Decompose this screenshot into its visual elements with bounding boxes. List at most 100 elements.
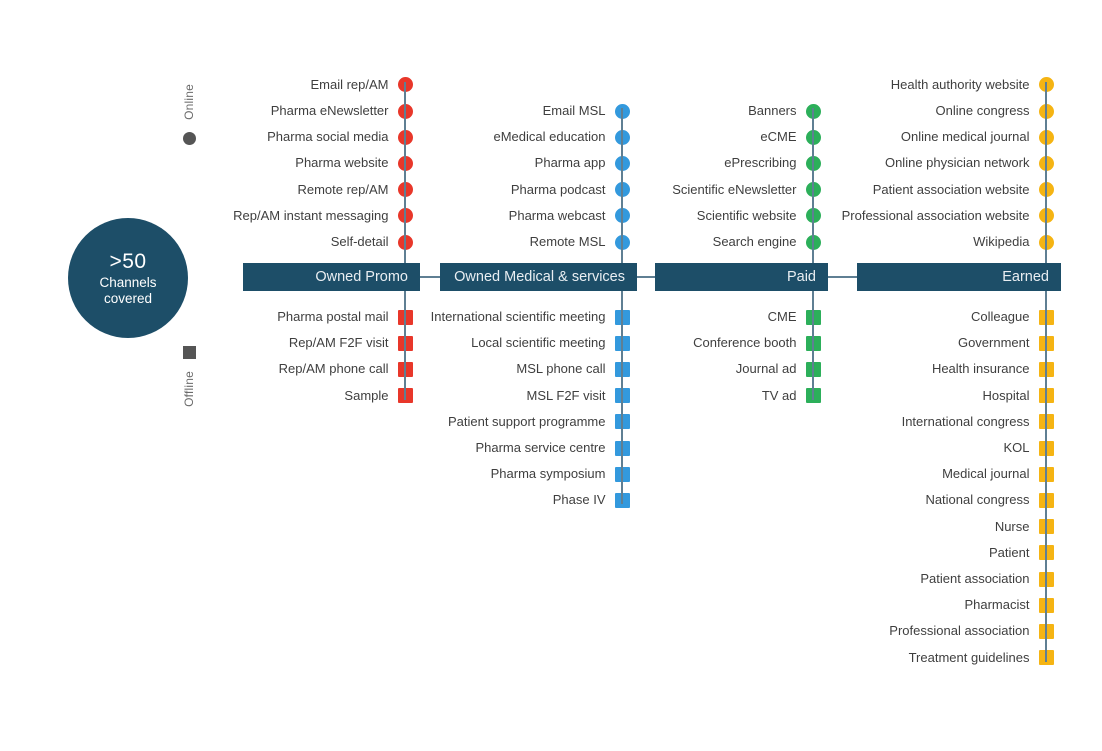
channel-label: Local scientific meeting (471, 335, 606, 351)
channel-label: International scientific meeting (430, 309, 606, 324)
channel-label: Remote rep/AM (297, 181, 389, 197)
channel-label: eMedical education (493, 129, 606, 145)
channel-label: Treatment guidelines (908, 649, 1030, 665)
channel-label: Patient support programme (447, 413, 606, 429)
column-spine-online (404, 81, 406, 263)
channel-item-offline[interactable]: Patient support programme (355, 413, 630, 431)
channels-covered-badge: >50 Channels covered (68, 218, 188, 338)
channel-item-offline[interactable]: Government (779, 334, 1054, 352)
channel-label: eCME (760, 129, 797, 145)
channel-label: Medical journal (942, 466, 1030, 482)
bar-connector (637, 276, 655, 278)
channel-label: Professional association website (841, 207, 1030, 223)
channel-item-offline[interactable]: Phase IV (355, 491, 630, 509)
channel-item-online[interactable]: Health authority website (779, 76, 1054, 94)
channel-label: Pharma webcast (508, 207, 606, 223)
channel-label: Conference booth (693, 335, 797, 351)
channel-item-online[interactable]: Email rep/AM (138, 76, 413, 94)
channel-item-online[interactable]: Online medical journal (779, 128, 1054, 146)
channel-label: Rep/AM instant messaging (233, 207, 389, 223)
category-bar-paid[interactable]: Paid (655, 263, 828, 291)
channel-item-online[interactable]: Patient association website (779, 181, 1054, 199)
channel-label: Patient association (920, 571, 1030, 586)
channel-label: International congress (901, 413, 1030, 429)
channel-item-online[interactable]: Professional association website (779, 207, 1054, 225)
channel-item-online[interactable]: eCME (546, 128, 821, 146)
channel-label: Journal ad (735, 361, 797, 377)
channel-label: MSL F2F visit (526, 387, 606, 403)
category-bar-earned[interactable]: Earned (857, 263, 1061, 291)
channel-item-offline[interactable]: Professional association (779, 622, 1054, 640)
column-spine-offline (621, 291, 623, 505)
badge-count: >50 (109, 249, 147, 273)
channel-item-offline[interactable]: Colleague (779, 308, 1054, 326)
circle-marker-icon (182, 131, 196, 145)
channel-label: Pharma social media (267, 129, 389, 145)
channel-item-offline[interactable]: National congress (779, 491, 1054, 509)
axis-legend-offline: Offline (168, 346, 210, 407)
channel-item-offline[interactable]: Pharmacist (779, 596, 1054, 614)
category-bar-owned-medical-and-services[interactable]: Owned Medical & services (440, 263, 637, 291)
channel-item-offline[interactable]: Medical journal (779, 465, 1054, 483)
column-spine-offline (404, 291, 406, 400)
column-spine-offline (1045, 291, 1047, 662)
channel-item-offline[interactable]: Patient (779, 544, 1054, 562)
bar-connector (420, 276, 440, 278)
channel-item-offline[interactable]: Conference booth (546, 334, 821, 352)
channel-label: Pharma podcast (510, 181, 606, 197)
channel-item-online[interactable]: Wikipedia (779, 233, 1054, 251)
channel-label: Pharma service centre (475, 440, 606, 455)
channel-label: Email MSL (542, 103, 606, 118)
channel-item-online[interactable]: Online physician network (779, 154, 1054, 172)
channel-item-offline[interactable]: MSL F2F visit (355, 387, 630, 405)
column-spine-online (621, 108, 623, 263)
channel-label: Pharma eNewsletter (270, 103, 389, 118)
channel-item-online[interactable]: Online congress (779, 102, 1054, 120)
column-spine-online (1045, 81, 1047, 263)
channel-label: Pharma symposium (490, 466, 606, 482)
channel-label: Government (957, 335, 1030, 351)
channel-item-offline[interactable]: Nurse (779, 518, 1054, 536)
channel-item-offline[interactable]: Hospital (779, 387, 1054, 405)
channel-label: Pharma website (295, 155, 389, 171)
channel-label: Online congress (935, 103, 1030, 118)
channel-label: Hospital (982, 387, 1030, 403)
channel-label: Online physician network (884, 155, 1030, 171)
channel-label: Rep/AM phone call (278, 361, 389, 377)
channel-label: Nurse (994, 518, 1030, 534)
channel-item-offline[interactable]: Treatment guidelines (779, 649, 1054, 667)
channel-label: Scientific website (696, 207, 797, 223)
channel-item-offline[interactable]: Pharma symposium (355, 465, 630, 483)
badge-line-2: covered (103, 290, 153, 306)
channel-label: Online medical journal (900, 129, 1030, 145)
square-marker-icon (182, 346, 196, 359)
channel-label: KOL (1003, 440, 1030, 455)
category-bar-owned-promo[interactable]: Owned Promo (243, 263, 420, 291)
channel-item-online[interactable]: Banners (546, 102, 821, 120)
channel-item-offline[interactable]: International congress (779, 413, 1054, 431)
channel-label: Scientific eNewsletter (672, 181, 797, 197)
channel-label: Email rep/AM (310, 76, 389, 92)
channel-item-online[interactable]: Pharma app (355, 154, 630, 172)
channel-item-offline[interactable]: Pharma service centre (355, 439, 630, 457)
channel-item-offline[interactable]: Patient association (779, 570, 1054, 588)
channel-label: Professional association (889, 623, 1030, 639)
channel-label: Sample (344, 387, 389, 403)
channel-item-online[interactable]: Pharma social media (138, 128, 413, 146)
channel-label: Colleague (970, 309, 1030, 324)
channel-label: Wikipedia (973, 234, 1030, 249)
channel-item-online[interactable]: Scientific eNewsletter (546, 181, 821, 199)
channel-label: Self-detail (330, 234, 389, 249)
channel-item-offline[interactable]: KOL (779, 439, 1054, 457)
channel-item-online[interactable]: Rep/AM instant messaging (138, 207, 413, 225)
channel-label: Phase IV (552, 492, 606, 508)
bar-connector (828, 276, 857, 278)
column-spine-offline (812, 291, 814, 400)
channel-label: TV ad (761, 387, 797, 403)
channel-label: Patient association website (872, 181, 1030, 197)
channel-label: Pharma app (534, 155, 606, 171)
channel-item-offline[interactable]: Health insurance (779, 360, 1054, 378)
channel-label: MSL phone call (516, 361, 606, 377)
channel-item-online[interactable]: eMedical education (355, 128, 630, 146)
